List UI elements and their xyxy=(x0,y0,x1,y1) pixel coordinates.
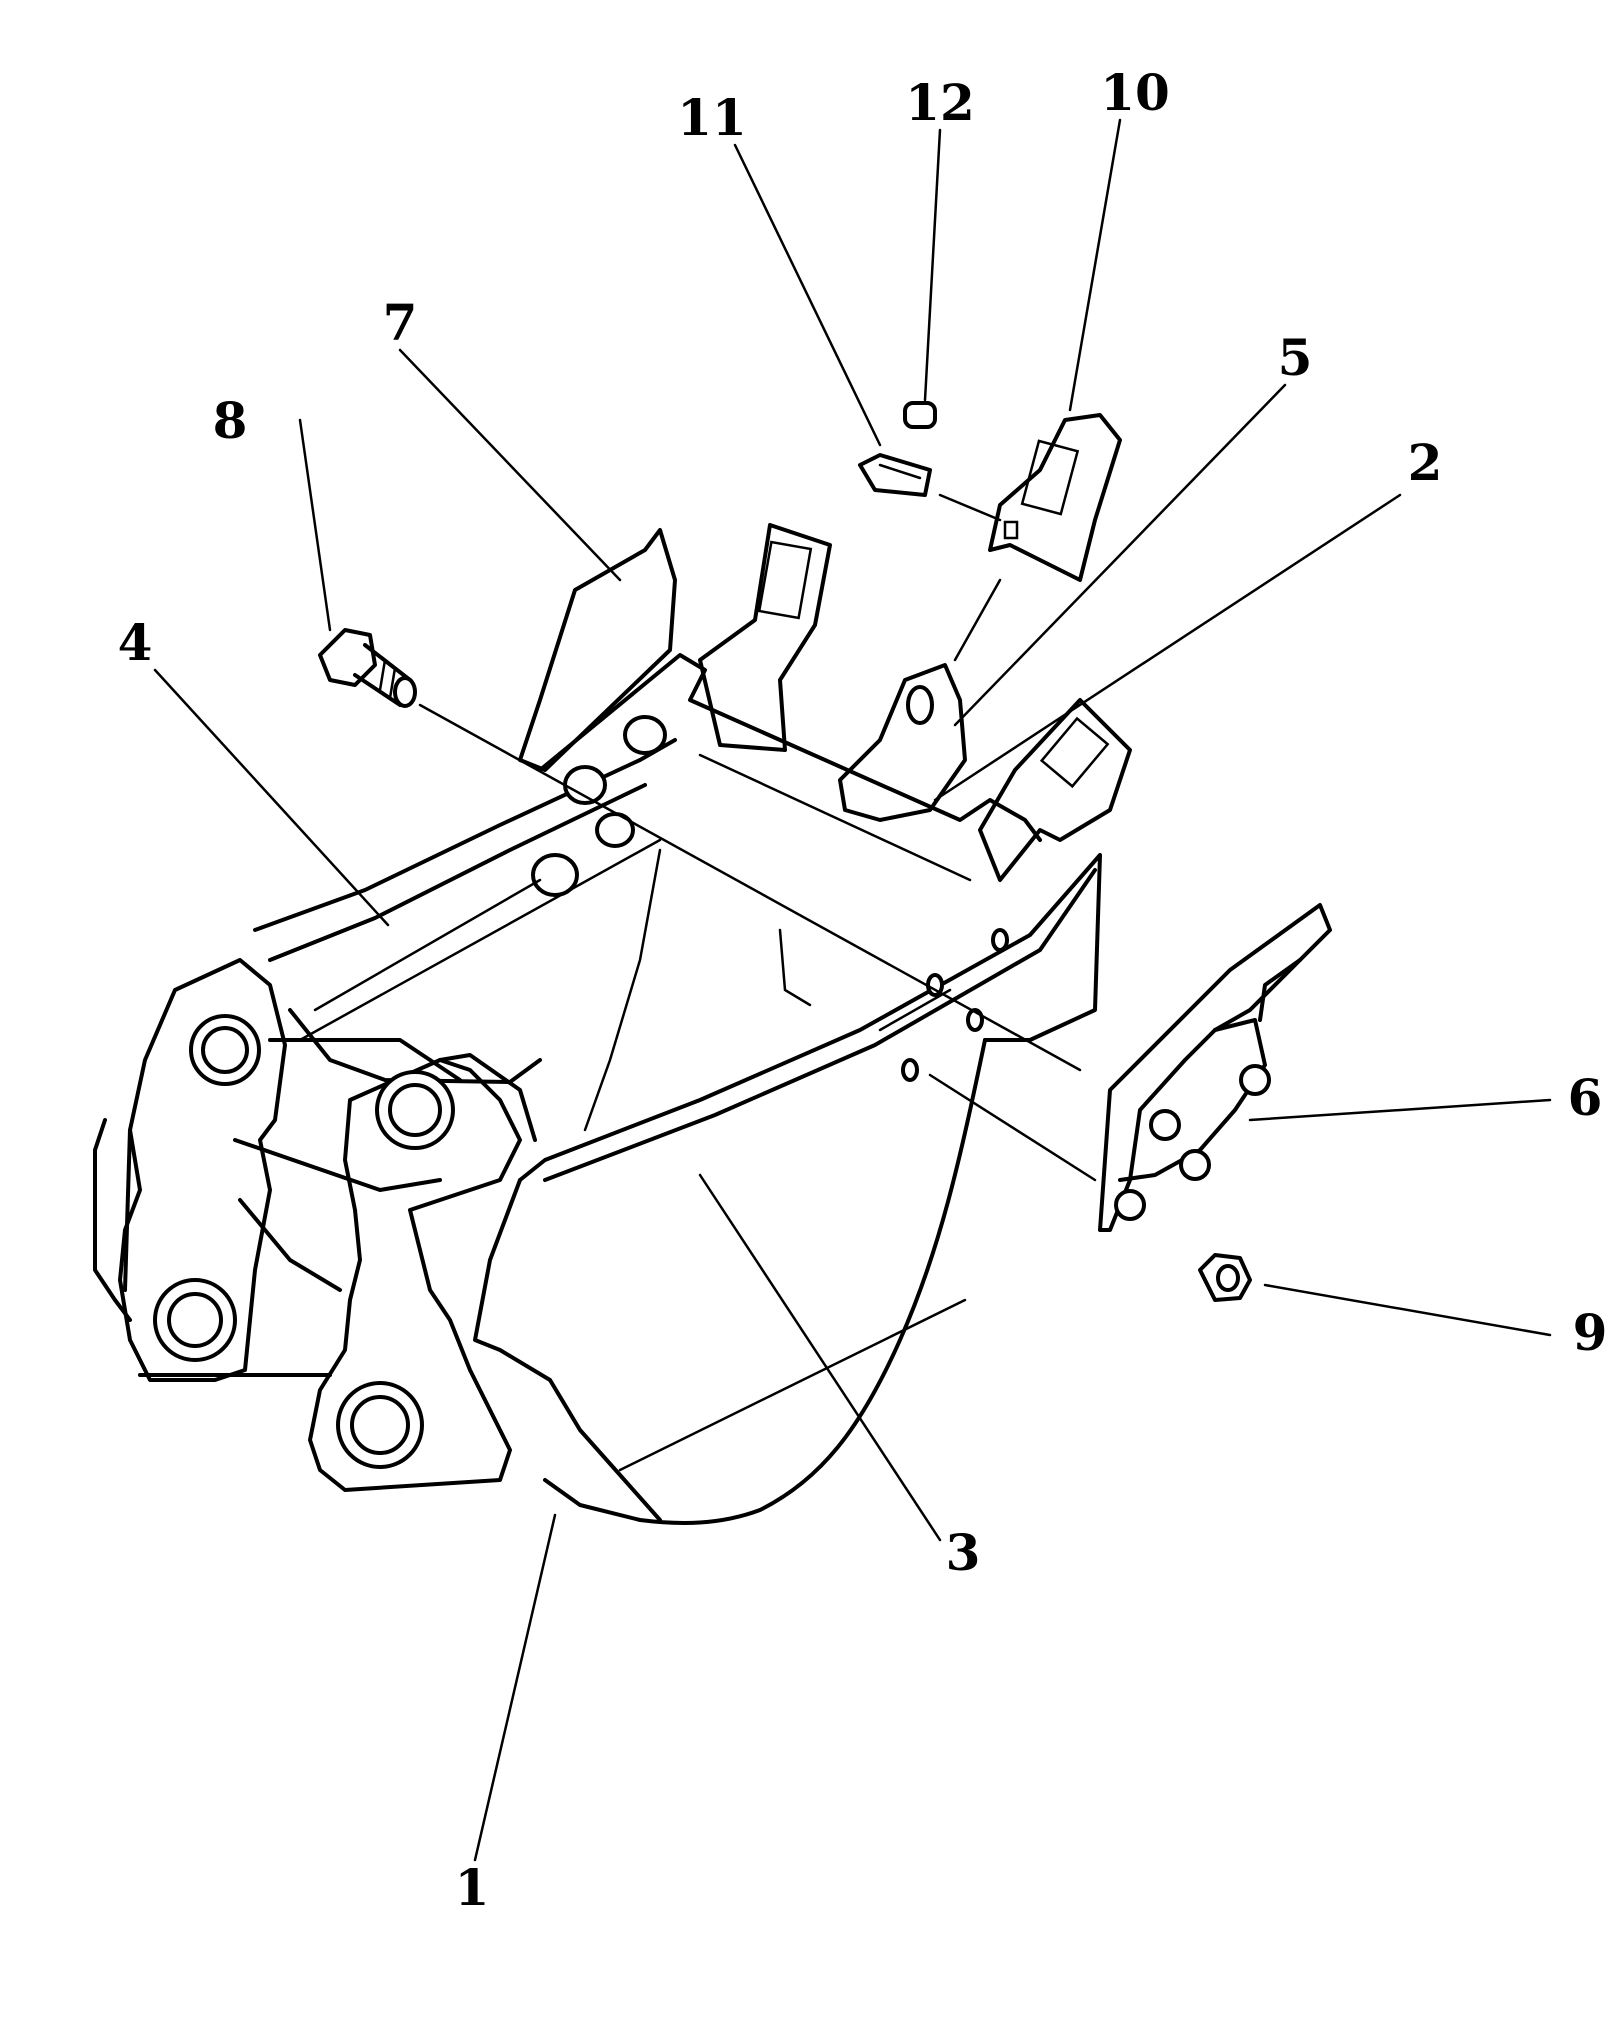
callout-1: 1 xyxy=(455,1858,490,1917)
leader-11 xyxy=(733,143,882,447)
callout-5: 5 xyxy=(1278,328,1313,387)
installed-teeth xyxy=(518,523,1132,897)
nut-9 xyxy=(1198,1253,1252,1302)
leader-8 xyxy=(298,418,332,632)
callout-8: 8 xyxy=(213,391,248,450)
leader-1 xyxy=(473,1513,557,1862)
leader-lines xyxy=(153,118,1552,1862)
guide-nut-to-wall xyxy=(313,878,542,1012)
callout-3: 3 xyxy=(946,1523,981,1582)
callout-12: 12 xyxy=(905,73,975,132)
callout-4: 4 xyxy=(118,613,153,672)
tooth-center-adapter xyxy=(838,663,967,822)
leader-7 xyxy=(398,348,622,582)
leader-3 xyxy=(698,1173,942,1542)
guide-point-to-adapter xyxy=(953,578,1002,662)
guide-retainer-to-point xyxy=(938,493,1002,522)
callout-7: 7 xyxy=(383,293,418,352)
retainer-11 xyxy=(858,453,932,497)
side-cutter-left xyxy=(518,528,677,772)
callout-6: 6 xyxy=(1568,1068,1603,1127)
leader-10 xyxy=(1068,118,1122,412)
callout-10: 10 xyxy=(1100,63,1170,122)
right-side-plate xyxy=(518,853,1102,1182)
guide-holes-to-cutter xyxy=(928,1073,1097,1182)
leader-6 xyxy=(1248,1098,1552,1122)
leader-2 xyxy=(933,493,1402,802)
leader-12 xyxy=(923,128,942,402)
bolt-8 xyxy=(318,628,417,708)
callout-2: 2 xyxy=(1408,433,1443,492)
leader-9 xyxy=(1263,1283,1552,1337)
guide-bolt-to-cutter xyxy=(418,703,1082,1072)
side-bolt-1 xyxy=(623,715,667,755)
leader-5 xyxy=(953,383,1287,727)
front-ear-plate xyxy=(308,1058,522,1492)
bucket-body xyxy=(93,653,1102,1525)
tooth-point-10 xyxy=(988,413,1122,582)
callouts: 1 2 3 4 5 6 7 8 9 10 11 12 xyxy=(118,63,1608,1917)
exploded-parts xyxy=(318,401,1332,1302)
side-nut-left xyxy=(531,853,579,897)
side-cutter-6 xyxy=(1098,903,1332,1232)
bucket-shell xyxy=(543,1038,987,1525)
tooth-right xyxy=(978,698,1132,882)
leader-4 xyxy=(153,668,390,927)
callout-11: 11 xyxy=(677,88,747,147)
top-lip xyxy=(538,653,1042,842)
callout-9: 9 xyxy=(1573,1303,1608,1362)
pin-12 xyxy=(903,401,937,429)
tooth-left xyxy=(698,523,832,752)
